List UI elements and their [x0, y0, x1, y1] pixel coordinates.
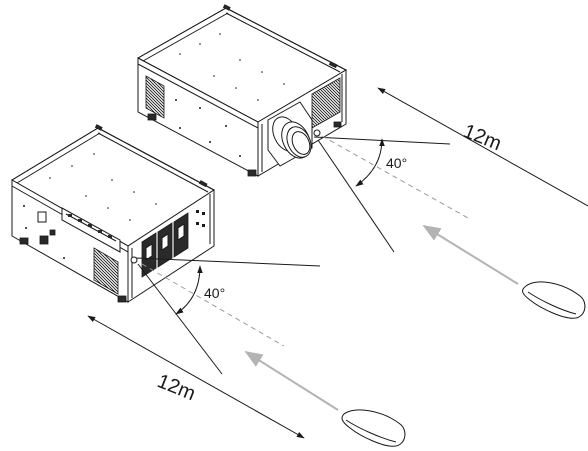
- remote-control-front: [341, 409, 406, 447]
- front-range-geometry: [87, 257, 339, 439]
- front-angle-label: 40°: [204, 285, 225, 301]
- ir-receiver-rear-icon: [313, 129, 321, 137]
- projector-front-view: [11, 124, 215, 303]
- ir-receiver-front-icon: [130, 256, 138, 264]
- rear-distance-label: 12m: [460, 120, 504, 155]
- remote-control-rear: [522, 281, 586, 319]
- rear-range-geometry: [313, 87, 588, 285]
- projector-rear-view: [136, 4, 348, 177]
- front-distance-label: 12m: [154, 370, 198, 405]
- rear-angle-label: 40°: [386, 155, 407, 171]
